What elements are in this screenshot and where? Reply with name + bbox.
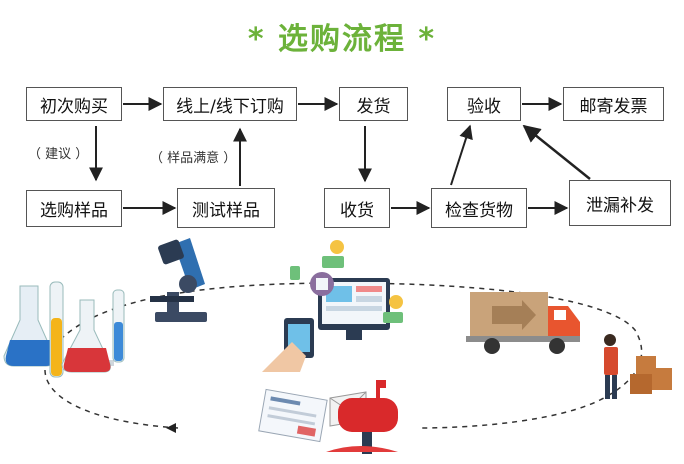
step-test-samples: 测试样品 [177,188,275,228]
dashed-cycle-arrow-icon [44,282,643,433]
step-ship: 发货 [339,87,408,121]
step-replenish: 泄漏补发 [569,180,671,226]
arrow-check-to-inspection [450,124,473,186]
step-order-online-offline: 线上/线下订购 [163,87,297,121]
step-check-goods: 检查货物 [431,188,527,228]
step-receive: 收货 [324,188,390,228]
mailbox-invoice-icon [258,380,398,454]
microscope-icon [150,238,207,322]
step-select-samples: 选购样品 [26,190,122,227]
courier-boxes-icon [604,334,672,399]
lab-flasks-icon [3,281,125,378]
note-sample-satisfied: （ 样品满意 ） [150,151,237,166]
page-title: * 选购流程 * [247,22,437,57]
step-initial-purchase: 初次购买 [26,87,122,121]
arrow-replenish-to-inspection [522,124,591,180]
delivery-truck-icon [466,292,580,354]
online-shopping-icon [262,240,403,372]
step-mail-invoice: 邮寄发票 [563,87,664,121]
note-suggest: （ 建议 ） [28,147,89,162]
step-inspection: 验收 [447,87,521,121]
